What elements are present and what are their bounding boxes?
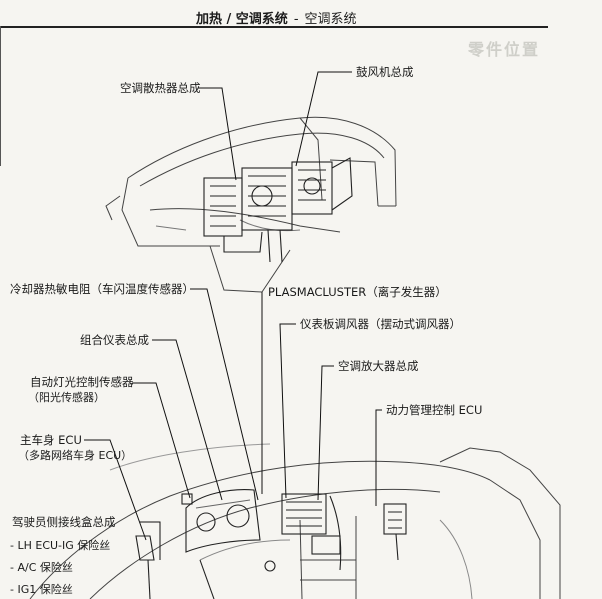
label-combination-meter: 组合仪表总成 <box>80 333 149 347</box>
page-header: 加热 / 空调系统-空调系统 <box>196 8 357 27</box>
center-register-drawing <box>281 493 342 571</box>
header-separator: - <box>293 12 299 27</box>
header-section-title: 加热 / 空调系统 <box>196 12 288 27</box>
label-main-body-ecu: 主车身 ECU <box>20 433 82 447</box>
label-driver-junction-block: 驾驶员侧接线盒总成 <box>12 515 116 529</box>
bleed-through-title: 零件位置 <box>468 40 541 59</box>
power-ecu-drawing <box>383 503 407 561</box>
label-cooler-thermistor: 冷却器热敏电阻（车闪温度传感器） <box>10 282 194 296</box>
bottom-dashboard-drawing <box>29 443 561 599</box>
label-evaporator-assembly: 空调散热器总成 <box>120 81 201 95</box>
label-multiplex-body-ecu: （多路网络车身 ECU） <box>18 449 133 462</box>
label-fuse-ac: - A/C 保险丝 <box>10 561 73 574</box>
label-power-management-ecu: 动力管理控制 ECU <box>386 403 483 417</box>
top-leader-lines <box>198 71 352 181</box>
hvac-unit-drawing <box>203 157 353 263</box>
combination-meter-drawing <box>185 489 261 553</box>
left-margin-rule <box>0 26 1 166</box>
label-fuse-lh-ecu-ig: - LH ECU-IG 保险丝 <box>10 539 111 552</box>
label-solar-sensor: （阳光传感器） <box>28 391 105 404</box>
label-auto-light-sensor: 自动灯光控制传感器 <box>30 375 134 389</box>
top-dashboard-drawing <box>105 116 397 293</box>
label-blower-assembly: 鼓风机总成 <box>356 65 414 79</box>
bottom-leader-lines <box>84 288 382 560</box>
header-subtitle: 空调系统 <box>304 12 357 27</box>
label-fuse-ig1: - IG1 保险丝 <box>10 583 73 596</box>
label-plasmacluster: PLASMACLUSTER（离子发生器） <box>268 285 447 299</box>
label-ac-amplifier: 空调放大器总成 <box>338 359 419 373</box>
header-rule <box>0 26 548 28</box>
label-instrument-register: 仪表板调风器（摆动式调风器） <box>300 317 461 331</box>
left-components-drawing <box>135 493 276 599</box>
